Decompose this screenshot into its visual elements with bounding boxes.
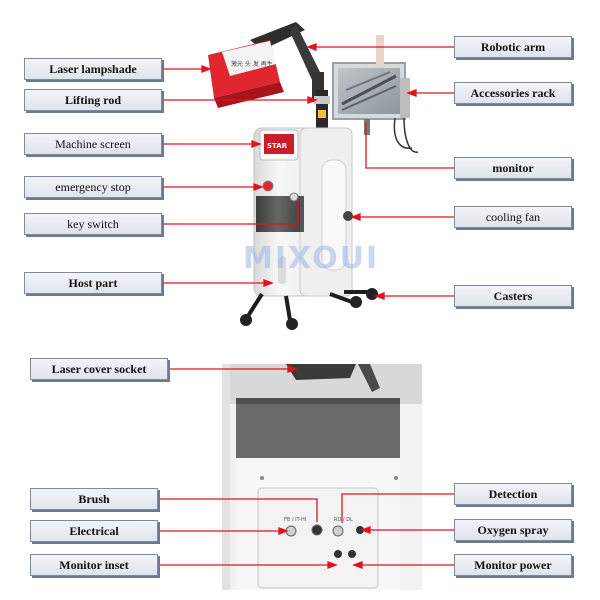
label-key-switch: key switch — [24, 213, 162, 235]
casters — [240, 288, 378, 330]
port-label-right: RD / DL — [334, 517, 353, 523]
label-monitor: monitor — [454, 157, 572, 179]
detection-port — [332, 525, 344, 537]
laser-lampshade: 激光 头 发 再生 — [208, 40, 284, 108]
lamp-text: 激光 头 发 再生 — [231, 60, 273, 68]
leader-lines — [158, 43, 454, 569]
emergency-stop-knob — [262, 180, 274, 192]
label-electrical: Electrical — [30, 520, 158, 542]
machine-screen: STAR — [259, 129, 299, 161]
monitor-inset-port — [334, 550, 342, 558]
label-host-part: Host part — [24, 272, 162, 294]
brush-port — [311, 524, 323, 536]
monitor-power-port — [348, 550, 356, 558]
back-panel-photo: FB / IT-HI RD / DL — [222, 364, 422, 590]
label-detection: Detection — [454, 483, 572, 505]
label-emergency-stop: emergency stop — [24, 176, 162, 198]
lifting-rod — [314, 90, 330, 128]
cooling-fan — [343, 211, 353, 221]
label-accessories-rack: Accessories rack — [454, 82, 572, 104]
accessories-rack — [376, 35, 419, 153]
label-laser-lampshade: Laser lampshade — [24, 58, 162, 80]
label-lifting-rod: Lifting rod — [24, 89, 162, 111]
label-laser-cover-socket: Laser cover socket — [30, 358, 168, 380]
oxygen-spray-port — [356, 526, 364, 534]
label-cooling-fan: cooling fan — [454, 206, 572, 228]
label-robotic-arm: Robotic arm — [454, 36, 572, 58]
host-body — [253, 127, 353, 297]
label-brush: Brush — [30, 488, 158, 510]
screen-text: STAR — [267, 142, 288, 150]
watermark-text: MIXOUI — [243, 241, 379, 276]
label-casters: Casters — [454, 285, 572, 307]
label-oxygen-spray: Oxygen spray — [454, 519, 572, 541]
label-monitor-inset: Monitor inset — [30, 554, 158, 576]
monitor — [332, 62, 406, 135]
label-machine-screen: Machine screen — [24, 133, 162, 155]
key-switch-knob — [289, 192, 299, 202]
label-monitor-power: Monitor power — [454, 554, 572, 576]
port-label-left: FB / IT-HI — [284, 517, 306, 523]
